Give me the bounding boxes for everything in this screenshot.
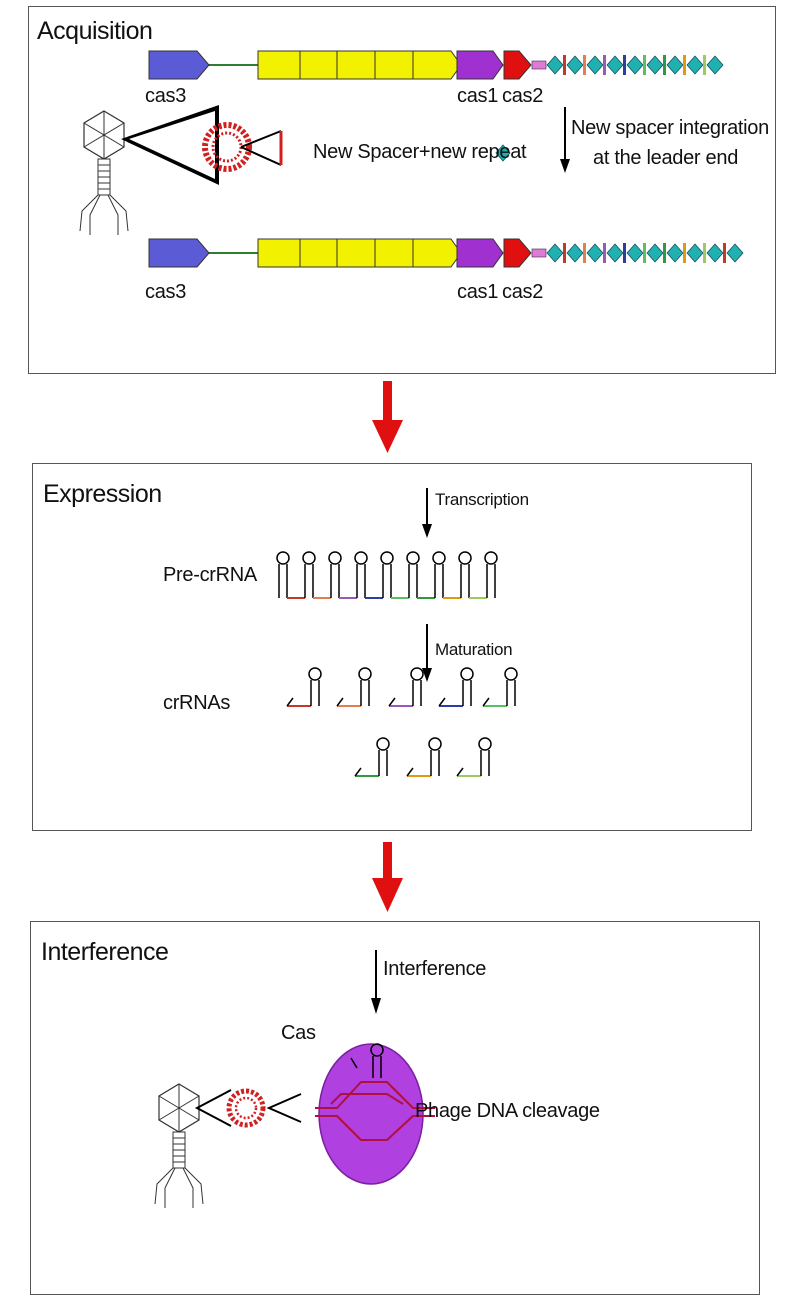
repeat-bar <box>583 55 586 75</box>
spacer-diamond <box>726 243 744 263</box>
cas3-gene <box>148 50 210 80</box>
cas2-label-bottom: cas2 <box>502 281 544 303</box>
cas-label: Cas <box>281 1022 316 1044</box>
spacer-diamond-legend <box>495 144 511 162</box>
interference-step-label: Interference <box>383 958 487 980</box>
crrna <box>388 667 424 707</box>
crrna <box>354 737 390 777</box>
repeat-bar <box>683 55 686 75</box>
expression-diagram <box>276 488 518 777</box>
repeat-bar <box>623 243 626 263</box>
hairpin <box>486 564 496 598</box>
spacer-diamond <box>686 243 704 263</box>
cas2-gene <box>503 50 532 80</box>
cleavage-label: Phage DNA cleavage <box>415 1100 600 1122</box>
cas-protein <box>315 1043 435 1185</box>
cas2-label-top: cas2 <box>502 85 544 107</box>
crispr-array-before <box>546 55 724 75</box>
expression-panel: Expression Transcription Pre-crRNA Matur… <box>32 463 752 831</box>
spacer-diamond <box>646 243 664 263</box>
pre-crrna-strand <box>276 551 498 599</box>
repeat-bar <box>703 243 706 263</box>
spacer-legend-label: New Spacer+new repeat <box>313 141 527 163</box>
crrna <box>438 667 474 707</box>
hairpin <box>330 564 340 598</box>
spacer-diamond <box>706 55 724 75</box>
crrna <box>456 737 492 777</box>
repeat-bar <box>603 243 606 263</box>
spacer-diamond <box>686 55 704 75</box>
interference-diagram <box>154 950 435 1208</box>
integration-label-2: at the leader end <box>593 147 739 169</box>
cas3-label-top: cas3 <box>145 85 187 107</box>
repeat-bar <box>603 55 606 75</box>
spacer-diamond <box>626 243 644 263</box>
hairpin <box>356 564 366 598</box>
integration-label-1: New spacer integration <box>571 117 769 139</box>
repeat-bar <box>563 243 566 263</box>
acquisition-diagram <box>79 50 744 268</box>
acquisition-panel: Acquisition <box>28 6 776 374</box>
hairpin <box>460 564 470 598</box>
spacer-diamond <box>706 243 724 263</box>
hairpin <box>382 564 392 598</box>
repeat-bar <box>583 243 586 263</box>
maturation-arrow <box>422 624 432 682</box>
repeat-bar <box>643 243 646 263</box>
phage-icon <box>154 1083 204 1208</box>
repeat-bar <box>663 243 666 263</box>
acquisition-title: Acquisition <box>37 17 153 45</box>
repeat-bar <box>643 55 646 75</box>
crrna <box>406 737 442 777</box>
hairpin <box>434 564 444 598</box>
repeat-bar <box>563 55 566 75</box>
spacer-diamond <box>606 55 624 75</box>
cas1-label-bottom: cas1 <box>457 281 499 303</box>
spacer-diamond <box>566 55 584 75</box>
integration-arrow <box>560 107 570 173</box>
crrna-fragments <box>286 667 518 777</box>
cas1-gene <box>456 50 504 80</box>
repeat-bar <box>683 243 686 263</box>
cas-operon-after <box>148 238 744 268</box>
spacer-diamond <box>586 55 604 75</box>
pre-crrna-label: Pre-crRNA <box>163 564 257 586</box>
cas-operon-before <box>148 50 724 80</box>
hairpin <box>304 564 314 598</box>
spacer-diamond <box>586 243 604 263</box>
crispr-array-after <box>546 243 744 263</box>
spacer-diamond <box>666 55 684 75</box>
interference-arrow <box>371 950 381 1014</box>
spacer-diamond <box>566 243 584 263</box>
crrnas-label: crRNAs <box>163 692 231 714</box>
spacer-diamond <box>546 243 564 263</box>
spacer-diamond <box>546 55 564 75</box>
repeat-bar <box>663 55 666 75</box>
transcription-arrow <box>422 488 432 538</box>
crrna <box>482 667 518 707</box>
interference-title: Interference <box>41 938 169 966</box>
leader <box>531 60 547 70</box>
hairpin <box>408 564 418 598</box>
repeat-bar <box>703 55 706 75</box>
spacer-diamond <box>666 243 684 263</box>
cas3-label-bottom: cas3 <box>145 281 187 303</box>
interference-panel: Interference Int <box>30 921 760 1295</box>
spacer-diamond <box>626 55 644 75</box>
hairpin <box>278 564 288 598</box>
crrna <box>286 667 322 707</box>
spacer-diamond <box>646 55 664 75</box>
repeat-bar <box>623 55 626 75</box>
maturation-label: Maturation <box>435 640 513 659</box>
expression-title: Expression <box>43 480 162 508</box>
cas1-label-top: cas1 <box>457 85 499 107</box>
repeat-bar <box>723 243 726 263</box>
spacer-diamond <box>606 243 624 263</box>
phage-icon <box>79 110 129 235</box>
phage-dna-icon <box>226 1088 266 1128</box>
crrna <box>336 667 372 707</box>
transcription-label: Transcription <box>435 490 529 509</box>
